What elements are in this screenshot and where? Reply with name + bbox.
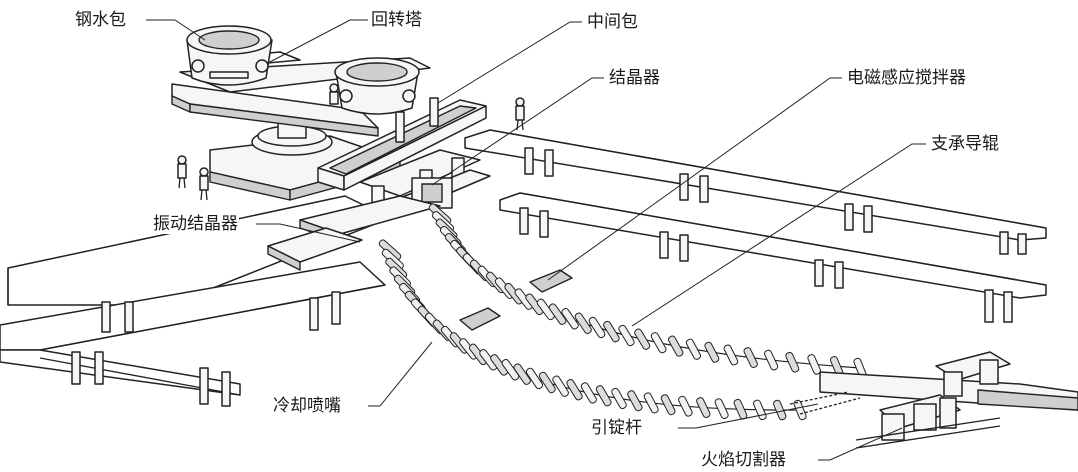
oscillation-table — [267, 195, 441, 271]
strand-b-roll — [525, 367, 544, 390]
strand-a-roll — [588, 316, 606, 339]
strand-b-roll — [660, 394, 676, 416]
label-turret: 回转塔 — [370, 10, 423, 30]
strand-b-roll — [678, 395, 693, 417]
worker-figures — [177, 83, 525, 201]
strand-a-roll — [561, 308, 579, 330]
leader-spray — [368, 341, 433, 407]
leader-dummybar — [678, 403, 819, 429]
em-stirrer-blocks — [459, 269, 573, 331]
strand-b-roll — [611, 387, 627, 410]
label-oscillator: 振动结晶器 — [152, 214, 239, 234]
strand-b-roll — [772, 399, 787, 421]
tundish — [317, 97, 487, 191]
leader-emstirrer — [547, 77, 842, 281]
strand-a-roll — [743, 347, 758, 368]
leader-lines — [146, 19, 926, 461]
strand-b-roll — [580, 382, 597, 404]
strand-a-roll — [634, 328, 651, 350]
strand-a-roll — [574, 312, 592, 334]
strand-a-roll — [685, 338, 702, 360]
strand-b-roll — [513, 363, 531, 385]
leader-rolls — [631, 143, 926, 327]
label-rolls: 支承导辊 — [930, 134, 1000, 154]
strand-a-roll — [785, 351, 800, 373]
label-emstirrer: 电磁感应搅拌器 — [846, 68, 967, 88]
strand-b-roll — [595, 385, 612, 407]
strand-a-roll — [618, 324, 635, 347]
right-floor-legs — [519, 147, 1027, 323]
strand-b-roll — [538, 371, 556, 394]
label-spray: 冷却喷嘴 — [272, 396, 342, 416]
strand-a-roll — [650, 332, 667, 354]
steel-ladle-2 — [334, 57, 420, 115]
strand-b-roll — [793, 399, 807, 421]
left-floor-legs — [71, 291, 341, 407]
strand-a-roll — [764, 349, 779, 371]
leader-turret — [267, 19, 368, 64]
strand-b-roll — [566, 379, 583, 401]
strand-a-rolls — [428, 203, 867, 379]
label-dummybar: 引锭杆 — [590, 418, 643, 438]
right-floor-platform — [464, 129, 1047, 299]
label-ladle: 钢水包 — [74, 10, 127, 30]
label-tundish: 中间包 — [586, 12, 639, 32]
label-mold: 结晶器 — [608, 68, 661, 88]
flame-cutter — [855, 351, 1011, 449]
strand-b-roll — [643, 392, 659, 414]
dummy-bar-chain — [789, 391, 861, 415]
steel-ladle-1 — [186, 25, 273, 86]
strand-a-roll — [548, 303, 567, 325]
strand-b-roll — [696, 397, 711, 418]
leader-mold — [431, 77, 604, 186]
leader-ladle — [146, 19, 206, 41]
strand-a-roll — [704, 341, 720, 363]
leader-cutter — [818, 427, 903, 461]
strand-b-roll — [714, 398, 729, 420]
strand-a-roll — [603, 320, 620, 343]
strand-a-roll — [807, 354, 822, 375]
strand-a-roll — [723, 344, 739, 366]
strand-a-roll — [667, 335, 684, 357]
strand-b-roll — [627, 390, 643, 412]
strand-b-roll — [552, 375, 569, 397]
label-cutter: 火焰切割器 — [700, 450, 787, 470]
strand-b-roll — [501, 358, 520, 381]
strand-b-rolls — [378, 239, 807, 421]
left-floor-platform — [0, 195, 391, 396]
crystallizer-mold — [411, 177, 453, 209]
leader-oscillator — [256, 223, 361, 243]
leader-tundish — [437, 21, 582, 104]
